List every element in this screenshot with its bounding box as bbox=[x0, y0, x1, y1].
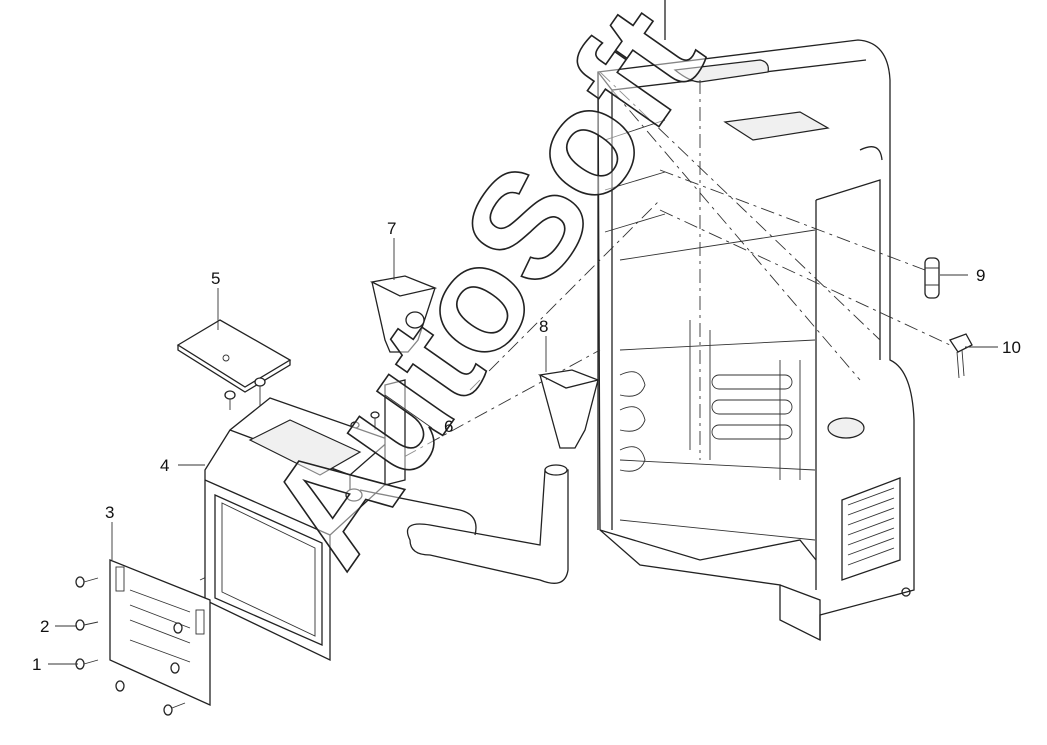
callout-3: 3 bbox=[105, 503, 114, 522]
part-10-clip bbox=[949, 333, 973, 379]
part-4-frame bbox=[204, 397, 391, 662]
part-5-cover-plate bbox=[176, 319, 292, 393]
housing bbox=[597, 0, 915, 642]
callout-9: 9 bbox=[976, 266, 985, 285]
callout-10: 10 bbox=[1002, 338, 1021, 357]
screws bbox=[75, 576, 186, 716]
callout-2: 2 bbox=[40, 617, 49, 636]
callout-7: 7 bbox=[387, 219, 396, 238]
callout-leaders bbox=[48, 238, 998, 665]
callout-5: 5 bbox=[211, 269, 220, 288]
callout-4: 4 bbox=[160, 456, 169, 475]
part-8-funnel bbox=[537, 369, 601, 449]
part-7-funnel bbox=[369, 275, 438, 353]
part-6-duct bbox=[345, 379, 569, 584]
callout-1: 1 bbox=[32, 655, 41, 674]
callout-6: 6 bbox=[444, 417, 453, 436]
callout-8: 8 bbox=[539, 317, 548, 336]
part-9-cylinder bbox=[924, 257, 940, 299]
callout-labels: 1 2 3 4 5 6 7 8 9 10 bbox=[32, 219, 1021, 674]
part-3-panel bbox=[109, 559, 211, 707]
